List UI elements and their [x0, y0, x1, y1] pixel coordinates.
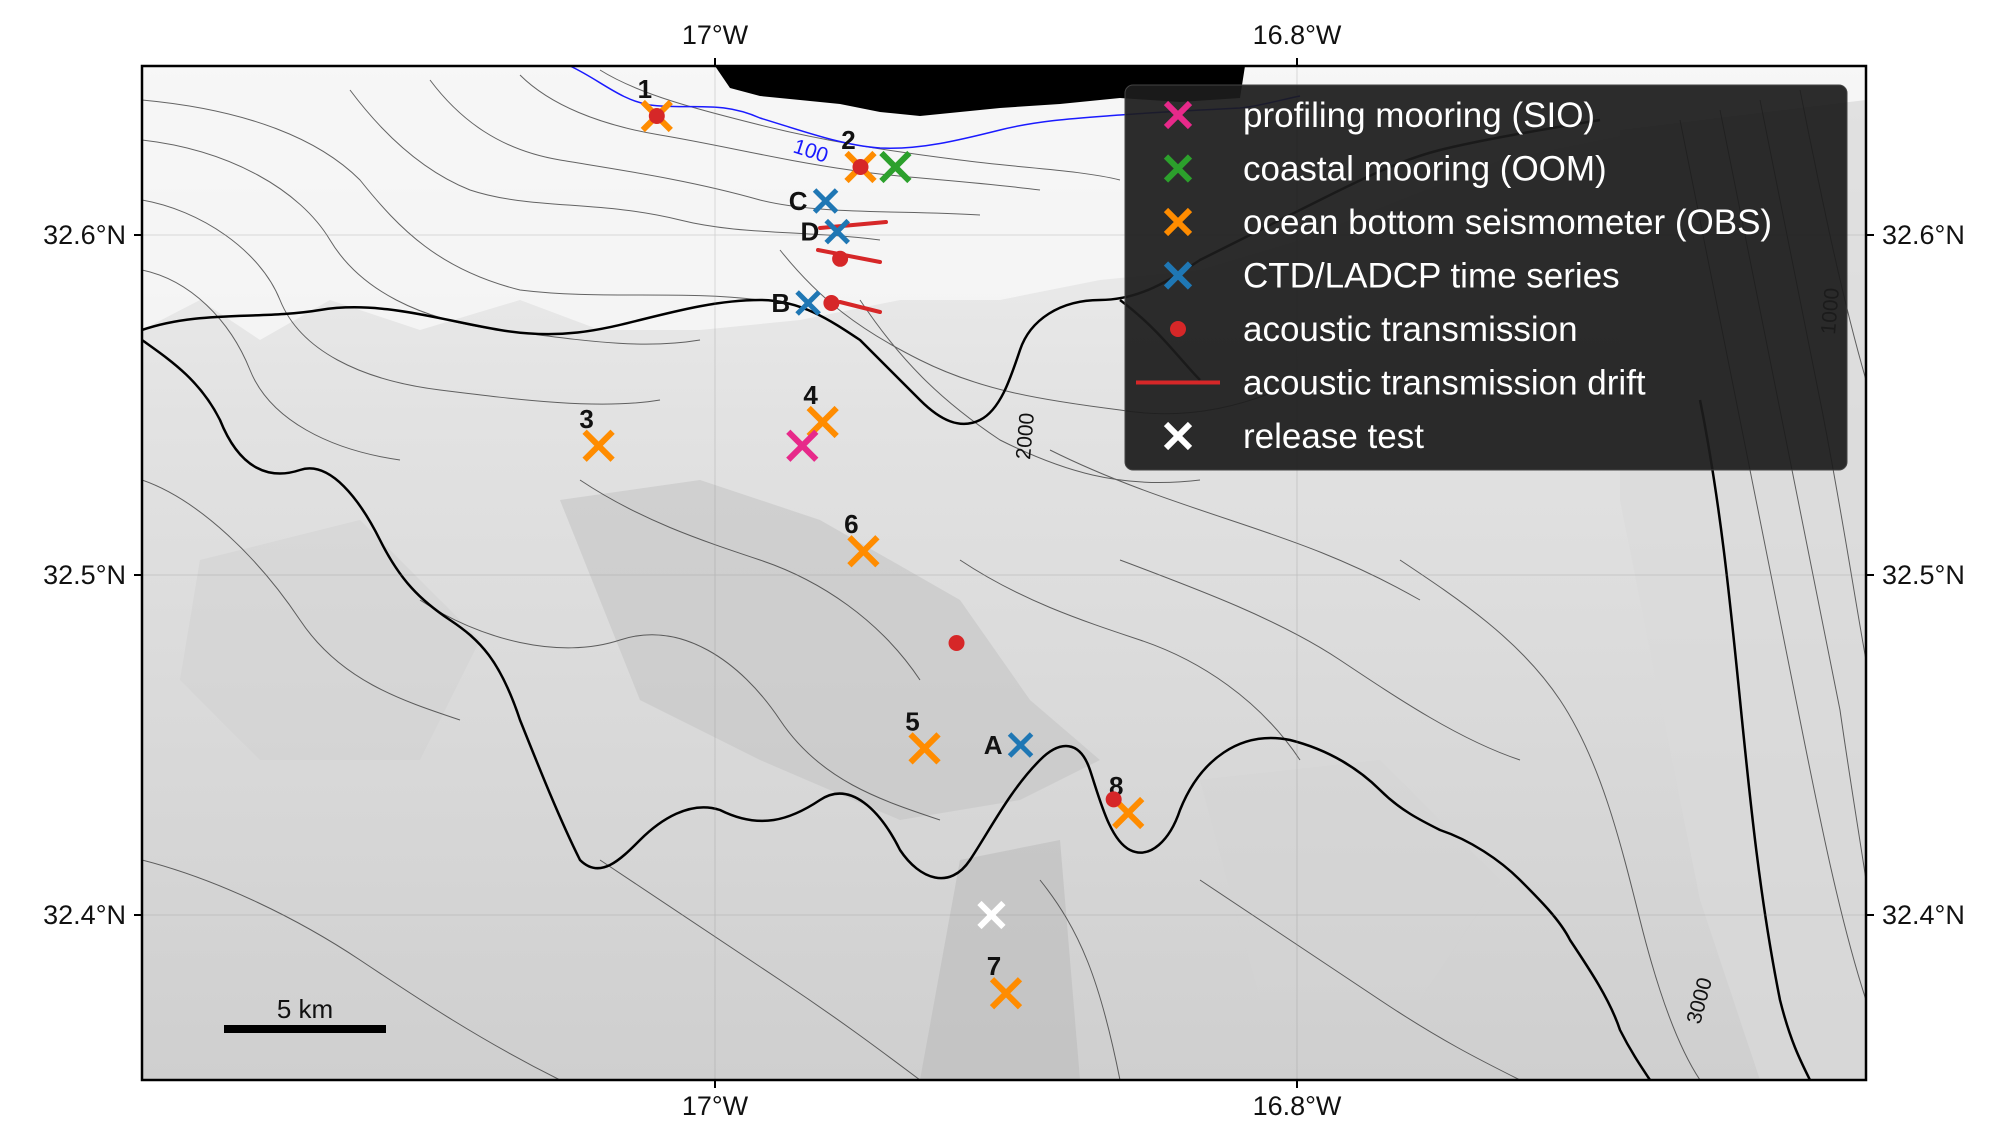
- scale-bar: 5 km: [224, 994, 386, 1033]
- release-test-marker: [977, 900, 1006, 930]
- obs-marker: [989, 977, 1023, 1010]
- legend-item: coastal mooring (OOM): [1163, 150, 1607, 189]
- lon-tick-label-bottom: 17°W: [682, 1091, 749, 1121]
- obs-station-label: 7: [987, 951, 1001, 981]
- lon-tick-label-top: 17°W: [682, 20, 749, 50]
- legend: profiling mooring (SIO) coastal mooring (…: [1124, 84, 1848, 471]
- scale-bar-line: [224, 1025, 386, 1033]
- drift-line: [838, 300, 882, 314]
- lat-tick-label-left: 32.4°N: [43, 900, 126, 930]
- contour-label: 2000: [1012, 412, 1039, 461]
- lat-tick-label-left: 32.6°N: [43, 220, 126, 250]
- legend-label: CTD/LADCP time series: [1243, 257, 1620, 296]
- legend-marker-x: [1163, 100, 1193, 130]
- obs-marker: [847, 535, 880, 568]
- legend-item: acoustic transmission: [1170, 310, 1578, 349]
- legend-item: profiling mooring (SIO): [1163, 96, 1595, 135]
- ctd-station-label: B: [771, 288, 790, 318]
- obs-station-label: 1: [638, 74, 652, 104]
- legend-label: acoustic transmission drift: [1243, 364, 1646, 403]
- ctd-station-label: C: [789, 186, 808, 216]
- legend-item: acoustic transmission drift: [1136, 364, 1646, 403]
- lat-tick-label-left: 32.5°N: [43, 560, 126, 590]
- acoustic-transmission-dot: [1105, 791, 1122, 808]
- map-frame: [140, 64, 1868, 1082]
- acoustic-transmission-dot: [852, 159, 869, 175]
- acoustic-transmission-dot: [648, 108, 665, 124]
- obs-station-label: 6: [844, 509, 858, 539]
- ctd-marker: [1007, 732, 1034, 758]
- oom-mooring-marker: [879, 150, 912, 184]
- sio-mooring-marker: [786, 429, 819, 462]
- legend-marker-x: [1163, 421, 1193, 451]
- acoustic-transmission-dot: [832, 250, 849, 267]
- legend-label: release test: [1243, 417, 1424, 456]
- gridlines: [142, 66, 1866, 1080]
- legend-marker-x: [1163, 261, 1193, 290]
- legend-item: release test: [1163, 417, 1424, 456]
- tick-marks: [134, 58, 1874, 1088]
- obs-marker: [908, 732, 941, 765]
- lon-tick-label-top: 16.8°W: [1253, 20, 1342, 50]
- obs-marker: [582, 429, 615, 462]
- ctd-marker: [824, 218, 850, 245]
- lat-tick-label-right: 32.6°N: [1882, 220, 1965, 250]
- legend-marker-dot: [1170, 321, 1186, 337]
- legend-marker-x: [1163, 207, 1193, 237]
- ctd-station-label: D: [800, 217, 819, 247]
- obs-station-label: 2: [841, 125, 855, 155]
- legend-box: [1124, 84, 1848, 471]
- ctd-marker: [795, 290, 821, 316]
- legend-marker-x: [1163, 154, 1193, 183]
- acoustic-transmission-dot: [948, 635, 965, 651]
- drift-line: [816, 248, 882, 264]
- scale-bar-label: 5 km: [277, 994, 333, 1024]
- legend-label: ocean bottom seismometer (OBS): [1243, 203, 1772, 242]
- obs-station-label: 5: [905, 706, 919, 736]
- obs-station-label: 4: [803, 380, 818, 410]
- acoustic-transmission-dot: [823, 295, 840, 311]
- legend-item: CTD/LADCP time series: [1163, 257, 1620, 296]
- legend-label: profiling mooring (SIO): [1243, 96, 1595, 135]
- ctd-station-label: A: [984, 730, 1003, 760]
- lat-tick-label-right: 32.5°N: [1882, 560, 1965, 590]
- lon-tick-label-bottom: 16.8°W: [1253, 1091, 1342, 1121]
- lat-tick-label-right: 32.4°N: [1882, 900, 1965, 930]
- legend-item: ocean bottom seismometer (OBS): [1163, 203, 1772, 242]
- legend-label: acoustic transmission: [1243, 310, 1578, 349]
- obs-station-label: 3: [579, 404, 593, 434]
- ctd-marker: [812, 188, 839, 214]
- legend-label: coastal mooring (OOM): [1243, 150, 1607, 189]
